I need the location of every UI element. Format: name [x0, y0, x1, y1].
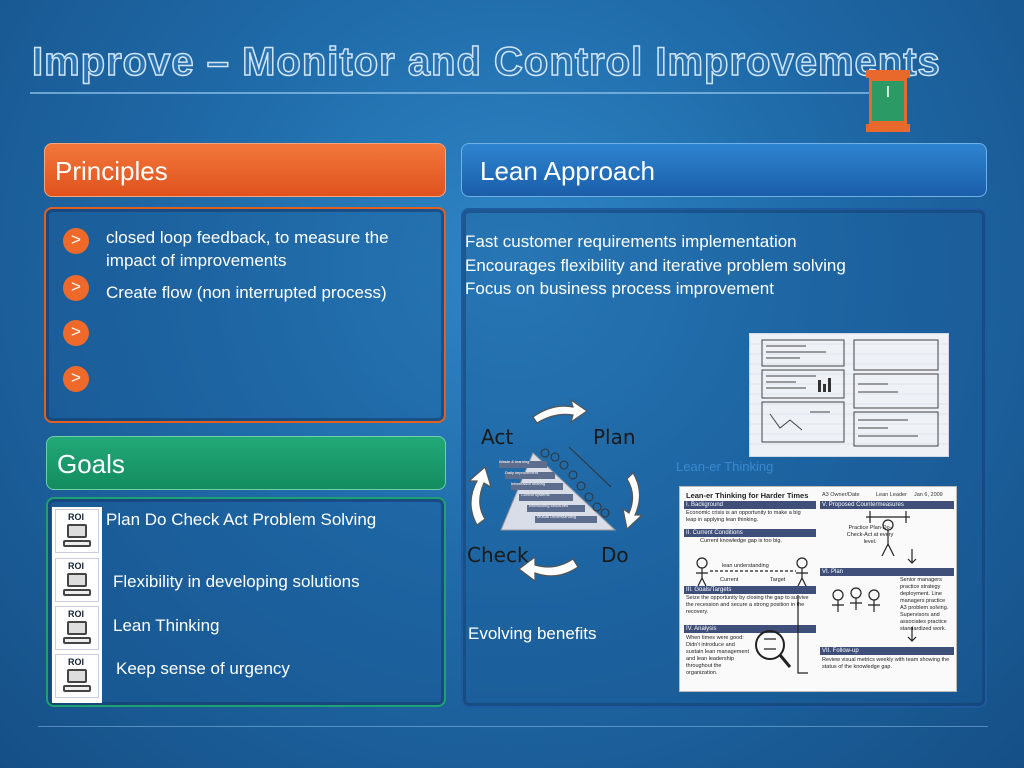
roi-label: ROI: [68, 561, 85, 571]
pyramid-level-2: Daily improvement: [505, 470, 539, 475]
marker-top-cap: [866, 70, 910, 78]
poster-section-body: Economic crisis is an opportunity to mak…: [686, 510, 801, 523]
goal-text-1: Plan Do Check Act Problem Solving: [106, 510, 377, 529]
poster-target-label: Target: [770, 577, 786, 583]
goal-text-2: Flexibility in developing solutions: [113, 572, 360, 591]
roi-label: ROI: [68, 657, 85, 667]
poster-section-body: Senior managers practice strategy deploy…: [900, 577, 949, 632]
cycle-label-plan: Plan: [593, 425, 636, 449]
pyramid-level-5: Interlocking structures: [529, 503, 569, 508]
pyramid-level-4: Control systems: [521, 492, 550, 497]
sketch-drawing: [750, 339, 948, 447]
marker-bottom-cap: [866, 124, 910, 132]
lean-thinking-poster: Lean-er Thinking for Harder Times A3 Own…: [679, 486, 957, 692]
marker-box: [869, 78, 907, 124]
marker-label: I: [885, 84, 891, 101]
principle-bullet-4: >: [63, 366, 89, 392]
principle-bullet-1: >: [63, 228, 89, 254]
section-marker-icon: I: [866, 70, 910, 132]
poster-section-body: Review visual metrics weekly with team s…: [822, 657, 950, 670]
evolving-benefits-caption: Evolving benefits: [468, 624, 597, 643]
roi-icon: ROI: [55, 509, 99, 553]
poster-section-head: III. Goals/Targets: [684, 586, 816, 594]
roi-icon: ROI: [55, 606, 99, 650]
pyramid-level-6: Mutual Understanding: [537, 514, 577, 519]
cycle-label-act: Act: [481, 425, 514, 449]
arrow-plan-to-do: [622, 472, 644, 531]
roi-label: ROI: [68, 512, 85, 522]
a3-sketch-image: [749, 333, 949, 457]
poster-section-body: Practice Plan-Do-Check-Act at every leve…: [846, 525, 894, 545]
principles-header: Principles: [44, 143, 446, 197]
roi-icon: ROI: [55, 558, 99, 602]
poster-leader: Lean Leader: [876, 492, 907, 498]
principle-bullet-3: >: [63, 320, 89, 346]
poster-section-body: Seize the opportunity by closing the gap…: [686, 595, 809, 615]
poster-illustrations: [696, 511, 917, 674]
poster-section-body: When times were good: Didn't introduce a…: [686, 635, 749, 676]
poster-section-head: II. Current Conditions: [684, 529, 816, 537]
pyramid-level-3: Information sharing: [511, 481, 546, 486]
pyramid-level-1: Waste & learning: [499, 459, 530, 464]
lean-line-3: Focus on business process improvement: [465, 279, 774, 298]
poster-section-head: I. Background: [684, 501, 816, 509]
cycle-label-check: Check: [467, 543, 529, 567]
principle-text-1: closed loop feedback, to measure the imp…: [106, 228, 389, 270]
goal-text-4: Keep sense of urgency: [116, 659, 290, 678]
arrow-check-to-act: [467, 465, 493, 526]
goal-text-3: Lean Thinking: [113, 616, 220, 635]
cycle-label-do: Do: [601, 543, 629, 567]
poster-section-head: V. Proposed Countermeasures: [820, 501, 954, 509]
poster-gap-label: lean understanding: [722, 563, 769, 569]
poster-owner: A3 Owner/Date: [822, 492, 860, 498]
faint-caption: Lean-er Thinking: [676, 459, 774, 474]
lean-line-2: Encourages flexibility and iterative pro…: [465, 256, 846, 275]
poster-section-head: VI. Plan: [820, 568, 954, 576]
arrow-do-to-check: [518, 555, 579, 583]
lean-line-1: Fast customer requirements implementatio…: [465, 232, 797, 251]
pdca-arrows: [467, 398, 644, 583]
poster-current-label: Current: [720, 577, 739, 583]
poster-section-head: IV. Analysis: [684, 625, 816, 633]
goals-header: Goals: [46, 436, 446, 490]
roi-label: ROI: [68, 609, 85, 619]
roi-icon: ROI: [55, 654, 99, 698]
title-underline: [30, 92, 870, 94]
poster-section-body: Current knowledge gap is too big.: [700, 538, 782, 544]
poster-section-head: VII. Follow-up: [820, 647, 954, 655]
goals-panel: [46, 497, 446, 707]
lean-approach-header: Lean Approach: [461, 143, 987, 197]
principles-panel: [44, 207, 446, 423]
poster-title: Lean-er Thinking for Harder Times: [686, 491, 809, 500]
footer-divider: [38, 726, 988, 727]
poster-date: Jan 6, 2009: [914, 492, 943, 498]
principle-bullet-2: >: [63, 275, 89, 301]
principle-text-2: Create flow (non interrupted process): [106, 283, 387, 302]
slide-title: Improve – Monitor and Control Improvemen…: [31, 39, 941, 85]
pdca-cycle-diagram: Act Plan Check Do Waste & learning Daily…: [465, 395, 665, 595]
arrow-act-to-plan: [532, 398, 589, 424]
